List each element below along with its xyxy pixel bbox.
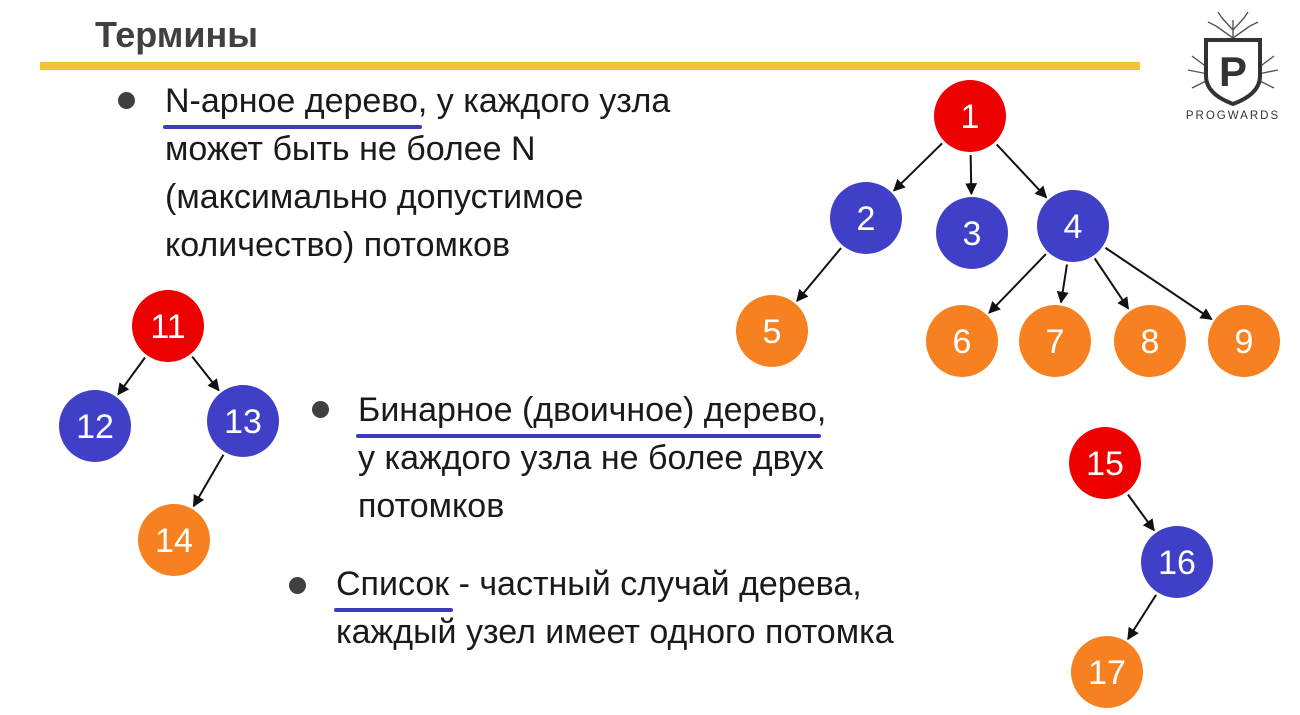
node-circle <box>1114 305 1186 377</box>
node-label: 16 <box>1158 544 1196 582</box>
logo-text: PROGWARDS <box>1186 110 1280 122</box>
tree-node-13: 13 <box>207 385 279 457</box>
edge-arrow-16-17 <box>1127 594 1157 641</box>
tree-node-3: 3 <box>936 197 1008 269</box>
tree-node-17: 17 <box>1071 636 1143 708</box>
tree-node-14: 14 <box>138 504 210 576</box>
page-title: Термины <box>95 14 258 55</box>
edge-arrow-4-9 <box>1104 246 1213 321</box>
node-circle <box>736 295 808 367</box>
term-nary-tree: N-арное дерево <box>163 77 422 129</box>
bullet-line: количество) потомков <box>165 226 511 264</box>
tree-node-4: 4 <box>1037 190 1109 262</box>
bullet-line: Бинарное (двоичное) дерево, <box>356 386 826 438</box>
tree-node-1: 1 <box>934 80 1006 152</box>
edge-arrow-4-7 <box>1056 264 1069 304</box>
progwards-logo: P PROGWARDS <box>1186 11 1280 122</box>
node-label: 4 <box>1064 208 1083 246</box>
node-label: 7 <box>1046 323 1065 361</box>
node-label: 8 <box>1141 323 1160 361</box>
bullet-dot <box>312 401 329 418</box>
node-circle <box>830 182 902 254</box>
edge-arrow-1-3 <box>965 154 978 196</box>
node-circle <box>132 290 204 362</box>
term-underline <box>356 434 821 438</box>
edge-arrow-1-4 <box>995 143 1048 199</box>
bullet-line: потомков <box>358 487 505 525</box>
node-circle <box>1037 190 1109 262</box>
tree-node-8: 8 <box>1114 305 1186 377</box>
node-label: 13 <box>224 403 262 441</box>
node-circle <box>138 504 210 576</box>
node-label: 11 <box>150 308 185 346</box>
node-label: 17 <box>1088 654 1126 692</box>
term-binary-tree: Бинарное (двоичное) дерево <box>356 386 821 438</box>
tree-node-5: 5 <box>736 295 808 367</box>
bullet-line: (максимально допустимое <box>165 178 584 216</box>
term-list: Список <box>334 560 454 612</box>
node-label: 2 <box>857 200 876 238</box>
node-label: 9 <box>1235 323 1254 361</box>
bullet-nary-tree: N-арное дерево, у каждого узла может быт… <box>163 77 670 269</box>
bullet-line: каждый узел имеет одного потомка <box>336 613 894 651</box>
node-circle <box>926 305 998 377</box>
node-label: 14 <box>155 522 193 560</box>
tree-node-12: 12 <box>59 390 131 462</box>
bullet-line: N-арное дерево, у каждого узла <box>163 77 670 129</box>
title-underline-bar <box>40 62 1140 70</box>
edge-arrow-4-8 <box>1093 257 1130 310</box>
term-underline <box>163 125 422 129</box>
node-label: 15 <box>1086 445 1124 483</box>
bullet-line: может быть не более N <box>165 130 536 168</box>
edge-arrow-4-6 <box>988 253 1047 314</box>
term-underline <box>334 608 454 612</box>
node-circle <box>1141 526 1213 598</box>
node-circle <box>936 197 1008 269</box>
tree-node-15: 15 <box>1069 427 1141 499</box>
tree-node-2: 2 <box>830 182 902 254</box>
bullet-line: у каждого узла не более двух <box>358 439 824 477</box>
node-circle <box>1019 305 1091 377</box>
node-circle <box>59 390 131 462</box>
tree-node-16: 16 <box>1141 526 1213 598</box>
logo-glyph: P <box>1219 48 1247 95</box>
node-circle <box>1208 305 1280 377</box>
node-label: 5 <box>763 313 782 351</box>
edge-arrow-1-2 <box>892 142 943 192</box>
edge-arrow-13-14 <box>192 454 225 508</box>
tree-node-11: 11 <box>132 290 204 362</box>
node-circle <box>1069 427 1141 499</box>
bullet-binary-tree: Бинарное (двоичное) дерево, у каждого уз… <box>356 386 826 530</box>
node-label: 1 <box>961 98 980 136</box>
edge-arrow-15-16 <box>1127 493 1155 532</box>
edge-arrow-11-13 <box>191 355 220 392</box>
bullet-line: Список - частный случай дерева, <box>334 560 894 612</box>
bullet-dot <box>118 92 135 109</box>
edge-arrow-11-12 <box>117 356 146 396</box>
bullet-dot <box>289 577 306 594</box>
bullet-list: Список - частный случай дерева, каждый у… <box>334 560 894 656</box>
tree-node-6: 6 <box>926 305 998 377</box>
node-circle <box>1071 636 1143 708</box>
tree-node-9: 9 <box>1208 305 1280 377</box>
node-circle <box>934 80 1006 152</box>
edge-arrow-2-5 <box>796 247 842 302</box>
node-label: 3 <box>963 215 982 253</box>
node-circle <box>207 385 279 457</box>
node-label: 6 <box>953 323 972 361</box>
node-label: 12 <box>76 408 114 446</box>
tree-node-7: 7 <box>1019 305 1091 377</box>
shield-icon <box>1204 38 1262 107</box>
edges-layer <box>117 142 1213 641</box>
tree-ornament-icon <box>1187 11 1279 89</box>
